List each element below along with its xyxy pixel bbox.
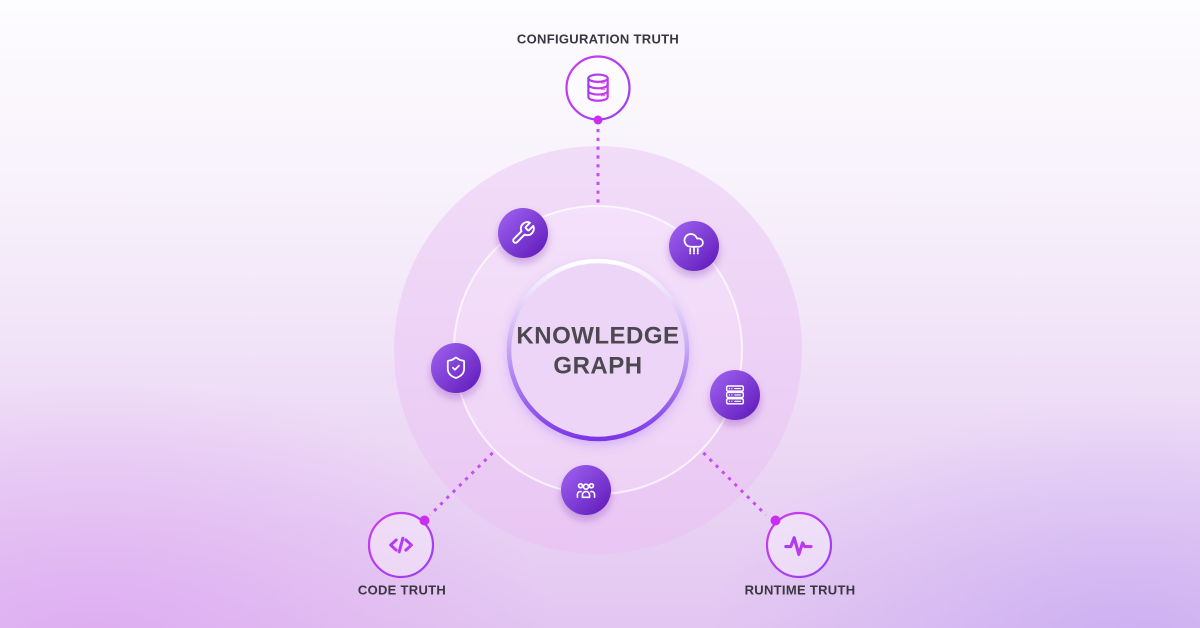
badge-wrench	[498, 208, 548, 258]
dotted-connectors	[428, 129, 768, 517]
configuration-truth-label: CONFIGURATION TRUTH	[516, 31, 680, 47]
database-icon	[587, 73, 609, 102]
code-brackets-icon	[389, 536, 413, 554]
runtime-truth-label: RUNTIME TRUTH	[744, 582, 856, 598]
runtime-truth-node	[765, 511, 833, 579]
wrench-icon	[512, 221, 535, 244]
connector-dot-configuration	[593, 115, 603, 125]
configuration-truth-node	[565, 55, 631, 125]
badge-team	[561, 465, 611, 515]
shield-check-icon	[446, 356, 465, 379]
connector-dot-runtime	[770, 515, 781, 526]
connector-runtime	[702, 451, 768, 517]
center-circle	[506, 258, 690, 442]
code-truth-node	[367, 511, 435, 579]
connector-code	[428, 451, 494, 517]
team-icon	[576, 482, 596, 499]
code-truth-label: CODE TRUTH	[357, 582, 447, 598]
pulse-icon	[784, 536, 813, 557]
ring-badges	[431, 208, 760, 515]
connector-dot-code	[419, 515, 430, 526]
cloud-network-icon	[683, 233, 704, 255]
server-stack-icon	[725, 385, 745, 405]
knowledge-graph-title: KNOWLEDGE GRAPH	[516, 322, 680, 380]
